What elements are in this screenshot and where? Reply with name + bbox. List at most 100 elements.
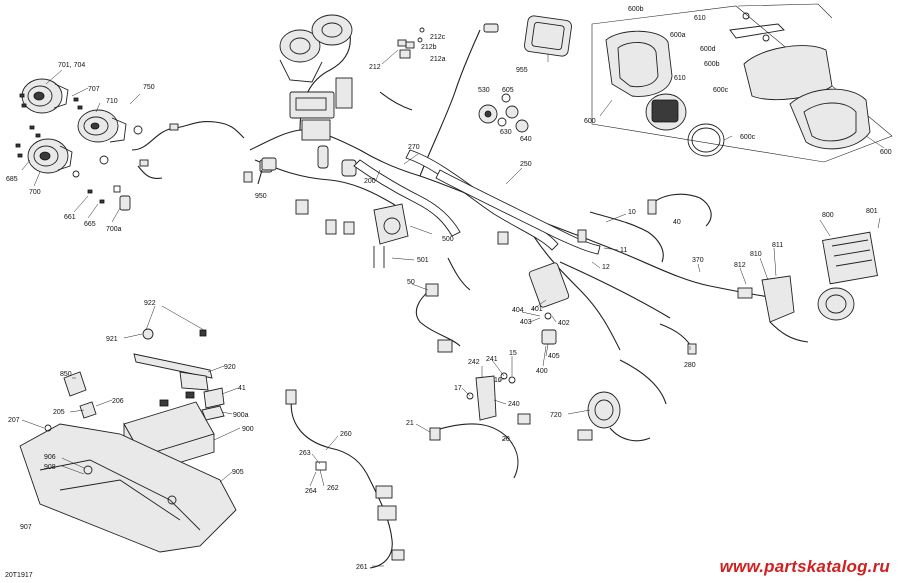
callout-600d: 600d bbox=[700, 46, 716, 53]
callout-908: 908 bbox=[44, 464, 56, 471]
callout-610-lower: 610 bbox=[674, 75, 686, 82]
callout-240: 240 bbox=[508, 401, 520, 408]
callout-402: 402 bbox=[558, 320, 570, 327]
battery-terminals-41-850 bbox=[63, 371, 225, 421]
headlight-assembly-lower bbox=[27, 138, 73, 174]
headlight-wire-harness bbox=[131, 121, 245, 179]
harness-10-40 bbox=[577, 193, 712, 263]
module-bracket-500 bbox=[373, 203, 409, 268]
callout-600-right: 600 bbox=[880, 149, 892, 156]
callout-404: 404 bbox=[512, 307, 524, 314]
callout-665: 665 bbox=[84, 221, 96, 228]
throttle-body-assembly bbox=[279, 14, 353, 83]
callout-720: 720 bbox=[550, 412, 562, 419]
callout-501: 501 bbox=[417, 257, 429, 264]
callout-261: 261 bbox=[356, 564, 368, 571]
callout-262: 262 bbox=[327, 485, 339, 492]
callout-907: 907 bbox=[20, 524, 32, 531]
callout-212a: 212a bbox=[430, 56, 446, 63]
harness-280 bbox=[659, 323, 697, 355]
callout-955: 955 bbox=[516, 67, 528, 74]
battery-tray-905 bbox=[19, 423, 237, 553]
callout-600c-ring: 600c bbox=[740, 134, 756, 141]
leader-lines bbox=[21, 49, 885, 567]
callout-905: 905 bbox=[232, 469, 244, 476]
battery-holddown-920 bbox=[133, 328, 213, 391]
horn-810-811 bbox=[737, 275, 855, 343]
callout-205: 205 bbox=[53, 409, 65, 416]
site-watermark: www.partskatalog.ru bbox=[719, 557, 890, 576]
callout-700: 700 bbox=[29, 189, 41, 196]
callout-12: 12 bbox=[602, 264, 610, 271]
callout-400: 400 bbox=[536, 368, 548, 375]
harness-conduit-200 bbox=[353, 159, 461, 237]
callout-260: 260 bbox=[340, 431, 352, 438]
callout-710: 710 bbox=[106, 98, 118, 105]
harness-260 bbox=[285, 389, 405, 569]
callout-270: 270 bbox=[408, 144, 420, 151]
callout-212c: 212c bbox=[430, 34, 446, 41]
fuse-box-assembly bbox=[289, 77, 353, 141]
callout-921: 921 bbox=[106, 336, 118, 343]
callout-812: 812 bbox=[734, 262, 746, 269]
callout-600c: 600c bbox=[713, 87, 729, 94]
callout-50: 50 bbox=[407, 279, 415, 286]
headlight-screws bbox=[15, 93, 105, 204]
callout-701-704: 701, 704 bbox=[58, 62, 85, 69]
callout-700a: 700a bbox=[106, 226, 122, 233]
callout-370: 370 bbox=[692, 257, 704, 264]
headlight-assembly-middle bbox=[77, 109, 127, 143]
callout-640: 640 bbox=[520, 136, 532, 143]
callout-801: 801 bbox=[866, 208, 878, 215]
callout-906: 906 bbox=[44, 454, 56, 461]
ignition-coil-950 bbox=[257, 157, 277, 185]
callout-630: 630 bbox=[500, 129, 512, 136]
drawing-reference-code: 20T1917 bbox=[5, 572, 33, 579]
fuse-relay-401-405 bbox=[528, 262, 570, 345]
callout-200: 200 bbox=[364, 178, 376, 185]
callout-920: 920 bbox=[224, 364, 236, 371]
control-module-800 bbox=[822, 231, 878, 285]
callout-900a: 900a bbox=[233, 412, 249, 419]
callout-40: 40 bbox=[673, 219, 681, 226]
callout-800: 800 bbox=[822, 212, 834, 219]
gauge-cluster-panel bbox=[591, 3, 893, 163]
callout-811: 811 bbox=[772, 242, 783, 249]
harness-50 bbox=[415, 257, 471, 353]
callout-16: 16 bbox=[494, 377, 502, 384]
callout-17: 17 bbox=[454, 385, 462, 392]
callout-600b: 600b bbox=[628, 6, 644, 13]
harness-20-240 bbox=[429, 372, 531, 479]
callout-10: 10 bbox=[628, 209, 636, 216]
callout-403: 403 bbox=[520, 319, 532, 326]
callout-264: 264 bbox=[305, 488, 317, 495]
switch-parts-530-640 bbox=[478, 93, 529, 133]
callout-661: 661 bbox=[64, 214, 76, 221]
callout-405: 405 bbox=[548, 353, 560, 360]
callout-250: 250 bbox=[520, 161, 532, 168]
callout-241: 241 bbox=[486, 356, 498, 363]
callout-401: 401 bbox=[531, 306, 543, 313]
callout-280: 280 bbox=[684, 362, 696, 369]
callout-242: 242 bbox=[468, 359, 480, 366]
fog-light-720 bbox=[577, 359, 667, 442]
callout-600b-lower: 600b bbox=[704, 61, 720, 68]
callout-20: 20 bbox=[502, 436, 510, 443]
callout-41: 41 bbox=[238, 385, 246, 392]
harness-conduit-250 bbox=[435, 169, 601, 255]
callout-212b: 212b bbox=[421, 44, 437, 51]
callout-15: 15 bbox=[509, 350, 517, 357]
callout-530: 530 bbox=[478, 87, 490, 94]
callout-922: 922 bbox=[144, 300, 156, 307]
relay-connectors-212 bbox=[397, 27, 425, 59]
callout-600a: 600a bbox=[670, 32, 686, 39]
callout-750: 750 bbox=[143, 84, 155, 91]
callout-850: 850 bbox=[60, 371, 72, 378]
callout-950: 950 bbox=[255, 193, 267, 200]
callout-810: 810 bbox=[750, 251, 762, 258]
bulb-socket-parts bbox=[72, 125, 143, 211]
callout-207: 207 bbox=[8, 417, 20, 424]
callout-707: 707 bbox=[88, 86, 100, 93]
gps-display-955 bbox=[524, 15, 572, 57]
